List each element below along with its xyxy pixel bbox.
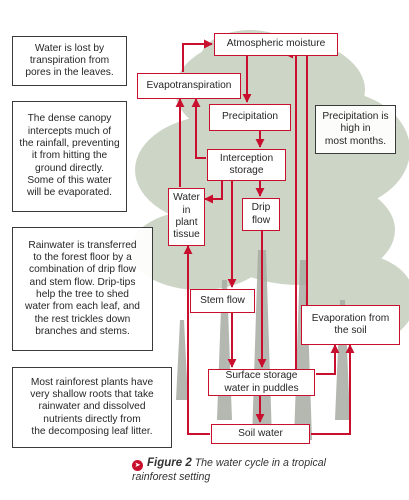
note-transpiration: Water is lost by transpiration from pore… (12, 36, 127, 86)
figure-caption-text: The water cycle in a tropical rainforest… (132, 457, 326, 483)
figure-caption: ➤ Figure 2 The water cycle in a tropical … (132, 457, 400, 484)
node-stem-flow: Stem flow (190, 289, 255, 313)
node-drip-flow: Drip flow (242, 198, 280, 231)
node-interception-storage: Interception storage (207, 149, 286, 181)
node-precipitation: Precipitation (209, 104, 291, 131)
node-water-in-plant-tissue: Water in plant tissue (168, 188, 205, 246)
arrow-soil-water-to-evaporation (311, 344, 355, 435)
arrow-interception-to-plant-tissue (204, 181, 223, 204)
note-precipitation-high: Precipitation is high in most months. (315, 105, 396, 154)
arrow-evapotranspiration-to-moisture (182, 39, 213, 72)
node-evapotranspiration: Evapotranspiration (137, 73, 241, 99)
arrow-interception-to-evapotranspiration (191, 98, 206, 159)
node-soil-water: Soil water (211, 424, 310, 444)
figure-arrow-icon: ➤ (132, 460, 143, 471)
note-drip-tips: Rainwater is transferred to the forest f… (12, 227, 153, 351)
arrow-soil-water-to-plant-tissue (183, 245, 210, 435)
node-atmospheric-moisture: Atmospheric moisture (214, 33, 338, 56)
arrow-surface-storage-to-evaporation (316, 344, 340, 375)
arrow-surface-storage-to-moisture (284, 49, 297, 369)
figure-label: Figure 2 (147, 457, 192, 469)
node-evaporation-from-soil: Evaporation from the soil (301, 305, 400, 345)
note-shallow-roots: Most rainforest plants have very shallow… (12, 367, 172, 448)
node-surface-storage: Surface storage water in puddles (208, 369, 315, 396)
note-canopy-interception: The dense canopy intercepts much of the … (12, 101, 127, 212)
